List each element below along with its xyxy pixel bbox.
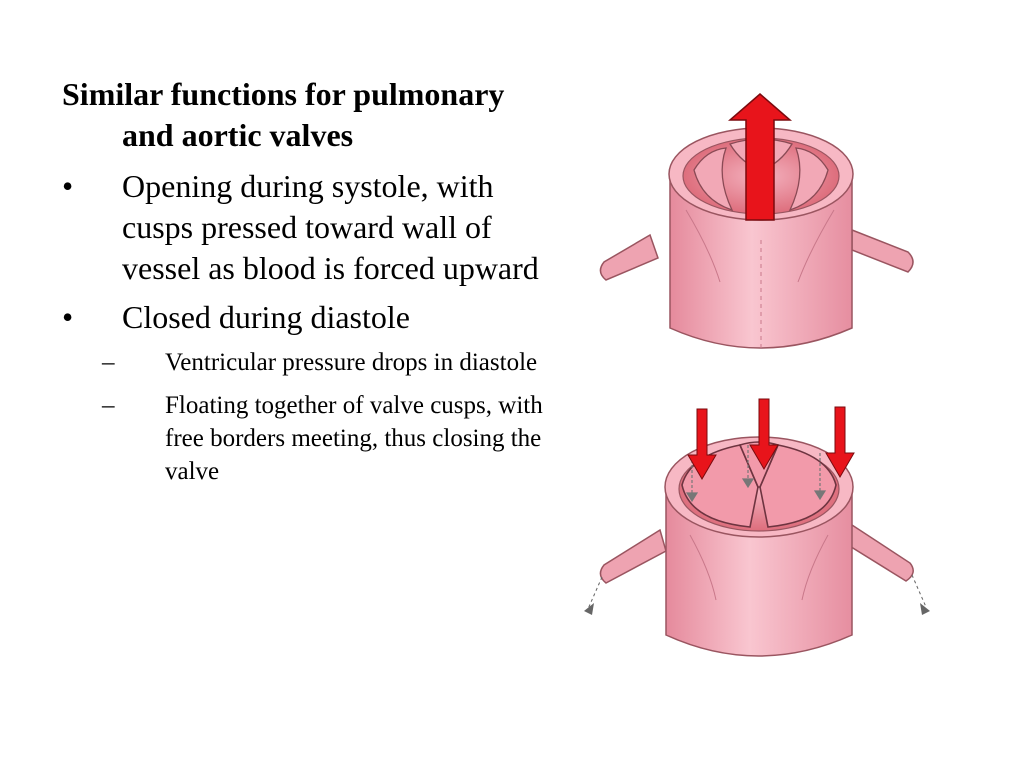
branch-vessel-left <box>599 233 659 281</box>
blood-flow-up-arrow <box>727 93 793 221</box>
text-content: Similar functions for pulmonary and aort… <box>62 74 562 498</box>
down-arrow-right <box>825 406 855 478</box>
branch-vessel-right <box>851 228 914 273</box>
subbullet-pressure-drops: – Ventricular pressure drops in diastole <box>62 346 562 379</box>
bullet-text: Opening during systole, with cusps press… <box>122 168 539 286</box>
branch-vessel-right <box>847 523 930 615</box>
closed-valve-illustration <box>584 398 930 657</box>
branch-vessel-left <box>584 528 667 615</box>
valve-cusps-open <box>693 138 829 212</box>
subbullet-marker: – <box>102 349 115 376</box>
down-arrow-left <box>687 408 717 480</box>
bullet-marker: • <box>62 299 74 335</box>
open-valve-illustration <box>599 93 914 352</box>
bullet-marker: • <box>62 168 74 204</box>
bullet-text: Closed during diastole <box>122 299 410 335</box>
down-arrow-center <box>749 398 779 470</box>
subbullet-text: Ventricular pressure drops in diastole <box>165 349 538 376</box>
bullet-closed-diastole: • Closed during diastole <box>62 297 562 338</box>
subbullet-marker: – <box>102 392 115 419</box>
bullet-opening-systole: • Opening during systole, with cusps pre… <box>62 166 562 289</box>
blood-flow-down-arrows <box>687 398 855 480</box>
slide-heading: Similar functions for pulmonary and aort… <box>62 76 505 153</box>
subbullet-text: Floating together of valve cusps, with f… <box>165 392 543 485</box>
subbullet-cusps-floating: – Floating together of valve cusps, with… <box>62 389 562 488</box>
